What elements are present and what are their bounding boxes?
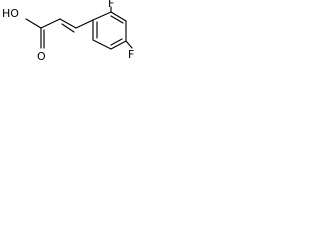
- bond-vinyl: [59, 18, 77, 29]
- ring-bond-top: [92, 11, 112, 21]
- bond-vinyl-double: [61, 23, 75, 33]
- ring-bond-bottom-right: [110, 40, 127, 50]
- bond-carbonyl-vinyl: [40, 18, 61, 29]
- bond-hydroxyl-carbonyl: [25, 18, 42, 29]
- chemical-structure: HO O F F: [2, 0, 134, 63]
- ring-bond-bottom-left: [92, 39, 112, 50]
- fluorine-right-label: F: [128, 48, 134, 61]
- bond-ring-fluorine-right: [125, 40, 133, 49]
- hydroxyl-label: HO: [2, 7, 19, 20]
- ring-bond-bottom-right-inner: [110, 38, 123, 46]
- ring-bond-top-right-inner: [110, 15, 124, 24]
- fluorine-top-label: F: [108, 0, 114, 10]
- ring-bond-top-right: [110, 11, 127, 22]
- carbonyl-oxygen-label: O: [37, 50, 46, 63]
- bond-vinyl-ring: [75, 19, 94, 29]
